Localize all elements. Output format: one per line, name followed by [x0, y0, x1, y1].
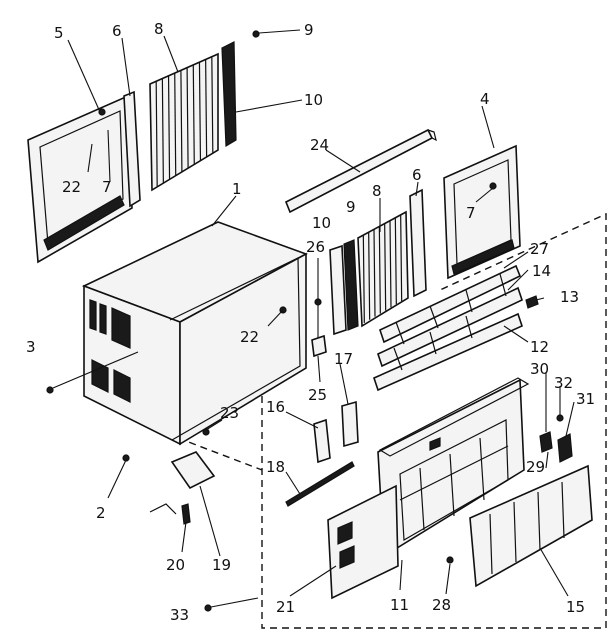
- curtain-fin: [368, 232, 371, 320]
- part-6-curtain-guide-left: [123, 90, 141, 208]
- part-1-cabinet: [81, 221, 308, 446]
- label-7-right: 7: [466, 204, 476, 222]
- curtain-fin: [362, 235, 365, 323]
- part-20-fastener: [149, 503, 191, 525]
- part-8-curtain-right: [357, 210, 409, 328]
- part-9-screw-top: [252, 29, 301, 38]
- part-8-curtain-left: [149, 52, 219, 192]
- curtain-fin: [378, 226, 381, 314]
- part-29-30-31-32-knobs: [539, 414, 573, 463]
- curtain-fin: [389, 220, 392, 308]
- label-25: 25: [308, 386, 327, 404]
- curtain-fin: [192, 64, 195, 165]
- callout-labels: 5 6 8 9 10 4 1 24 6 8 7 22 7 10 9 26 27 …: [26, 20, 595, 624]
- part-19-bracket: [170, 451, 216, 490]
- label-33: 33: [170, 606, 189, 624]
- label-31: 31: [576, 390, 595, 408]
- label-6-left: 6: [112, 22, 122, 40]
- part-26-25-brackets: [311, 258, 327, 358]
- part-27-14-12-filter-frames: [373, 264, 523, 392]
- curtain-fin: [205, 59, 208, 158]
- curtain-fin: [167, 75, 171, 180]
- part-23-screw: [202, 428, 210, 436]
- curtain-fin: [394, 217, 397, 305]
- part-10-end-strip-left: [221, 41, 237, 148]
- label-17: 17: [334, 350, 353, 368]
- curtain-fin: [384, 223, 387, 311]
- label-3: 3: [26, 338, 36, 356]
- label-1: 1: [232, 180, 242, 198]
- label-8-right: 8: [372, 182, 382, 200]
- label-22-right: 22: [240, 328, 259, 346]
- label-7-left: 7: [102, 178, 112, 196]
- curtain-fin: [180, 70, 183, 172]
- assembly-boundary: [261, 212, 607, 629]
- label-8-left: 8: [154, 20, 164, 38]
- part-28-screw: [446, 556, 454, 564]
- label-13: 13: [560, 288, 579, 306]
- label-16: 16: [266, 398, 285, 416]
- part-15-front-panel: [469, 464, 593, 588]
- label-10-right: 10: [312, 214, 331, 232]
- label-9-right: 9: [346, 198, 356, 216]
- label-11: 11: [390, 596, 409, 614]
- curtain-fin: [198, 62, 202, 161]
- curtain-fin: [373, 229, 376, 317]
- label-6-right: 6: [412, 166, 422, 184]
- part-9-10-end-strips-right: [329, 239, 359, 336]
- label-23: 23: [220, 404, 239, 422]
- part-16-plate: [313, 418, 331, 464]
- label-14: 14: [532, 262, 551, 280]
- label-2: 2: [96, 504, 106, 522]
- leader-lines: [67, 35, 575, 597]
- label-4: 4: [480, 90, 490, 108]
- part-18-rod: [285, 461, 355, 507]
- label-9-top: 9: [304, 21, 314, 39]
- part-21-grille-section: [327, 484, 399, 600]
- label-32: 32: [554, 374, 573, 392]
- part-5-left-panel: [27, 94, 133, 264]
- part-13-knob: [525, 295, 539, 309]
- part-17-plate: [341, 400, 359, 448]
- label-5: 5: [54, 24, 64, 42]
- label-30: 30: [530, 360, 549, 378]
- label-24: 24: [310, 136, 329, 154]
- curtain-fin: [161, 78, 164, 183]
- label-15: 15: [566, 598, 585, 616]
- label-28: 28: [432, 596, 451, 614]
- label-12: 12: [530, 338, 549, 356]
- curtain-fin: [211, 56, 214, 154]
- label-21: 21: [276, 598, 295, 616]
- part-33-screw: [204, 597, 259, 612]
- curtain-fin: [186, 67, 189, 169]
- curtain-fin: [400, 214, 403, 302]
- part-4-right-panel: [443, 144, 521, 280]
- part-3-screw: [46, 351, 139, 394]
- part-6-curtain-guide-right: [409, 188, 427, 298]
- assembly-boundary-lower: [177, 437, 263, 471]
- label-22-left: 22: [62, 178, 81, 196]
- curtain-fin: [155, 81, 158, 187]
- label-20: 20: [166, 556, 185, 574]
- label-19: 19: [212, 556, 231, 574]
- label-18: 18: [266, 458, 285, 476]
- label-10-top: 10: [304, 91, 323, 109]
- label-27: 27: [530, 240, 549, 258]
- label-26: 26: [306, 238, 325, 256]
- curtain-fin: [174, 73, 177, 176]
- label-29: 29: [526, 458, 545, 476]
